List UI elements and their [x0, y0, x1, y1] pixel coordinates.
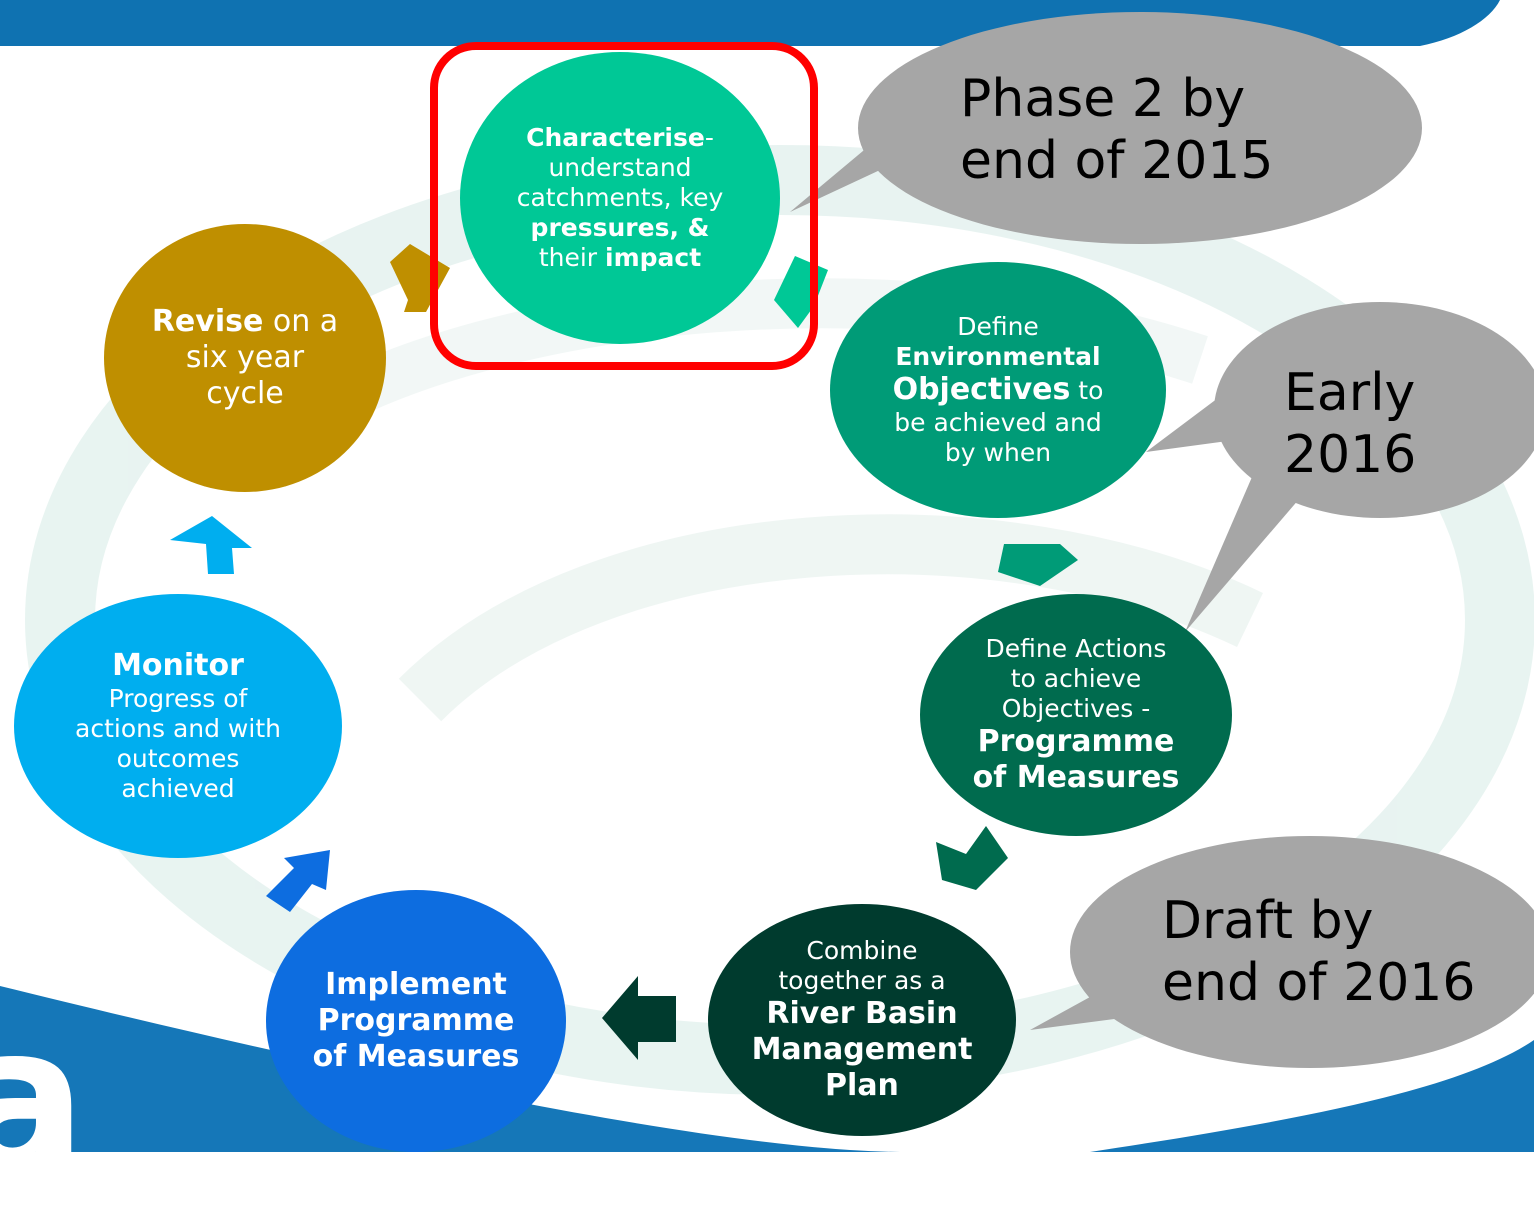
plan-line-5: Plan [825, 1068, 899, 1103]
callout-draft-bubble [1030, 836, 1534, 1068]
callout-phase2-line-1: Phase 2 by [960, 69, 1246, 129]
plan-line-4: Management [751, 1032, 973, 1067]
monitor-line-4: outcomes [116, 744, 240, 773]
objectives-line-3a: Objectives [892, 372, 1071, 407]
actions-line-1: Define Actions [985, 634, 1167, 663]
logo-mark: a [0, 983, 87, 1216]
callout-early-bubble [1146, 302, 1534, 632]
callout-draft: Draft by end of 2016 [1162, 890, 1522, 1015]
characterise-line-4: pressures, & [530, 213, 710, 242]
node-characterise: Characterise- understand catchments, key… [460, 52, 780, 344]
revise-line-3: cycle [206, 376, 284, 411]
characterise-line-5b: impact [605, 243, 702, 272]
node-actions: Define Actions to achieve Objectives - P… [920, 594, 1232, 836]
actions-line-2: to achieve [1010, 664, 1142, 693]
callout-draft-line-2: end of 2016 [1162, 953, 1476, 1014]
objectives-line-1: Define [957, 312, 1039, 341]
plan-line-3: River Basin [766, 996, 958, 1031]
arrow-plan-to-implement [602, 976, 676, 1060]
actions-line-3: Objectives - [1001, 694, 1151, 723]
callout-early: Early 2016 [1284, 362, 1504, 487]
node-monitor: Monitor Progress of actions and with out… [14, 594, 342, 858]
revise-line-1a: Revise [151, 304, 264, 339]
callout-phase2: Phase 2 by end of 2015 [960, 68, 1380, 193]
implement-line-3: of Measures [312, 1039, 520, 1074]
callout-early-line-1: Early [1284, 363, 1416, 423]
plan-line-2: together as a [778, 966, 946, 995]
arrow-objectives-to-actions [998, 544, 1078, 586]
actions-line-4: Programme [977, 724, 1175, 759]
monitor-line-2: Progress of [108, 684, 248, 713]
plan-line-1: Combine [806, 936, 918, 965]
objectives-line-5: by when [944, 438, 1052, 467]
characterise-line-5a: their [538, 243, 606, 272]
callout-draft-line-1: Draft by [1162, 891, 1374, 951]
monitor-line-1: Monitor [112, 648, 244, 683]
characterise-dash: - [704, 123, 714, 152]
arrow-actions-to-plan [936, 826, 1008, 890]
arrow-monitor-to-revise [170, 516, 252, 574]
node-revise: Revise on a six year cycle [104, 224, 386, 492]
objectives-line-3b: to [1070, 376, 1104, 405]
implement-line-1: Implement [325, 967, 507, 1002]
characterise-line-3: catchments, key [516, 183, 724, 212]
objectives-line-2: Environmental [895, 342, 1101, 371]
revise-line-1b: on a [263, 304, 339, 339]
characterise-title: Characterise [526, 123, 705, 152]
revise-line-2: six year [185, 340, 305, 375]
implement-line-2: Programme [317, 1003, 515, 1038]
callout-phase2-line-2: end of 2015 [960, 131, 1274, 192]
objectives-line-4: be achieved and [894, 408, 1102, 437]
characterise-line-2: understand [548, 153, 692, 182]
monitor-line-3: actions and with [75, 714, 281, 743]
node-plan: Combine together as a River Basin Manage… [708, 904, 1016, 1136]
callout-early-line-2: 2016 [1284, 425, 1417, 486]
node-objectives: Define Environmental Objectives to be ac… [830, 262, 1166, 518]
monitor-line-5: achieved [121, 774, 235, 803]
actions-line-5: of Measures [972, 760, 1180, 795]
node-implement: Implement Programme of Measures [266, 890, 566, 1152]
arrow-implement-to-monitor [266, 850, 330, 912]
